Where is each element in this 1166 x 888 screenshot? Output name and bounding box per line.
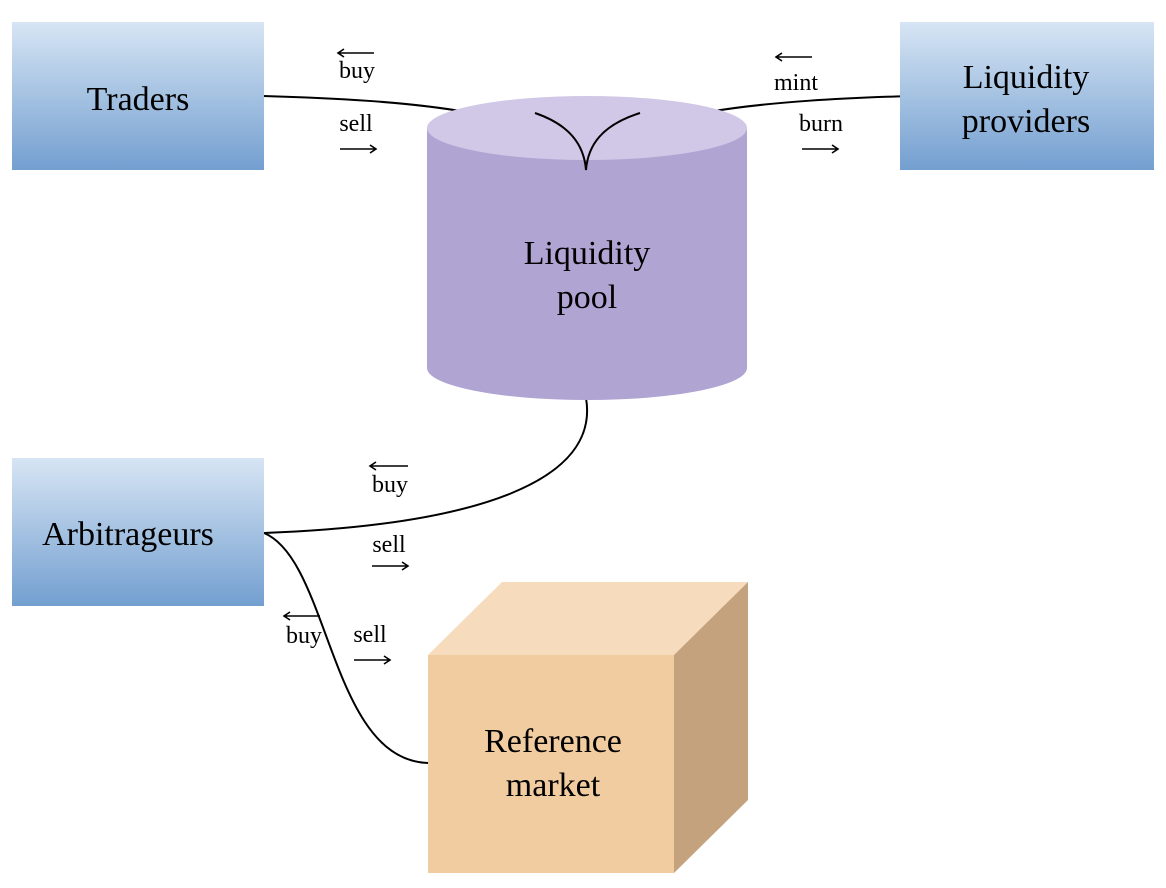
right-arrow-icon [340, 144, 378, 154]
traders-node: Traders [12, 22, 264, 170]
left-arrow-icon [282, 611, 320, 621]
cylinder-top [427, 96, 747, 160]
reference-market-node: Reference market [428, 582, 748, 873]
arbitrageurs-sell-label: sell [372, 532, 406, 558]
market-label-line2: market [506, 767, 601, 804]
pool-label-line1: Liquidity [524, 235, 651, 272]
left-arrow-icon [368, 461, 408, 471]
arbitrageurs-buy-label: buy [372, 472, 408, 498]
traders-buy-label: buy [339, 58, 375, 84]
arbitrageurs-node: Arbitrageurs [12, 458, 264, 606]
liquidity-providers-node: Liquidity providers [900, 22, 1154, 170]
traders-label: Traders [87, 81, 190, 118]
providers-label-line1: Liquidity [963, 59, 1090, 96]
providers-mint-label: mint [774, 70, 818, 96]
pool-inflow-curves [534, 112, 641, 171]
market-label-line1: Reference [484, 723, 622, 760]
right-arrow-icon [354, 655, 392, 665]
arbitrageurs-box [12, 458, 264, 606]
right-arrow-icon [372, 561, 410, 571]
cylinder-bottom [427, 336, 747, 400]
cube-front-face [428, 655, 674, 873]
right-arrow-icon [802, 144, 840, 154]
market-sell-label: sell [353, 622, 387, 648]
arbitrageurs-market-edge [263, 532, 429, 764]
traders-sell-label: sell [339, 111, 373, 137]
arbitrageurs-market-labels: buy sell [282, 611, 392, 665]
providers-burn-label: burn [799, 111, 843, 137]
liquidity-pool-node: Liquidity pool [427, 96, 747, 400]
arbitrageurs-pool-edge [263, 397, 589, 534]
cube-side-face [674, 582, 748, 873]
left-arrow-icon [774, 52, 812, 62]
cube-top-face [428, 582, 748, 655]
arbitrageurs-label: Arbitrageurs [42, 516, 214, 553]
pool-label-line2: pool [557, 279, 617, 316]
providers-box [900, 22, 1154, 170]
providers-label-line2: providers [962, 103, 1090, 140]
arbitrageurs-pool-labels: buy sell [368, 461, 410, 571]
traders-pool-labels: buy sell [336, 48, 378, 154]
market-buy-label: buy [286, 623, 322, 649]
providers-pool-labels: mint burn [774, 52, 843, 154]
traders-box [12, 22, 264, 170]
left-arrow-icon [336, 48, 374, 58]
